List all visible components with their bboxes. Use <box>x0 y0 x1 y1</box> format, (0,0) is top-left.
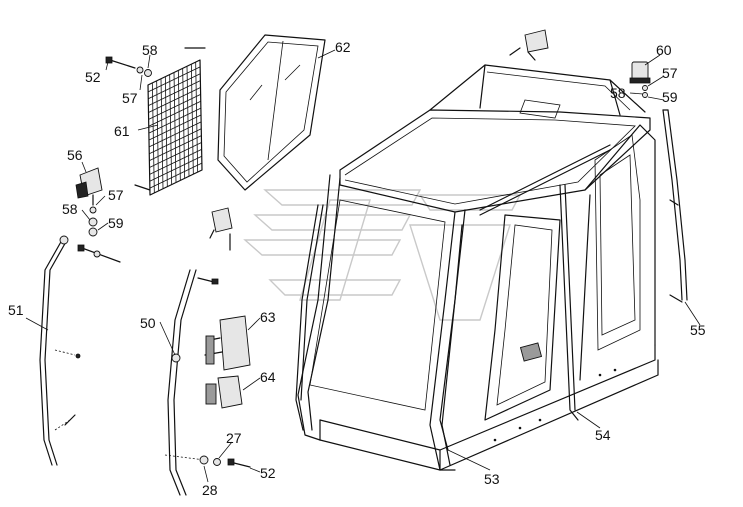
mirror-small <box>209 207 233 251</box>
part-60-beacon <box>629 61 651 98</box>
callout-59-right: 59 <box>662 89 678 105</box>
part-62-window-glass <box>217 34 326 191</box>
mesh-line-horizontal <box>148 80 201 106</box>
callout-58-right: 58 <box>610 85 626 101</box>
mesh-line-horizontal <box>148 94 201 120</box>
panel-bolts <box>493 368 617 442</box>
callout-57-right: 57 <box>662 65 678 81</box>
part-56-lamp <box>75 167 121 263</box>
callout-52-top: 52 <box>85 69 101 85</box>
callout-58-mid: 58 <box>62 201 78 217</box>
callout-57-top: 57 <box>122 90 138 106</box>
callout-54: 54 <box>595 427 611 443</box>
part-61-screen-grid <box>134 47 206 196</box>
mesh-line-horizontal <box>148 73 201 100</box>
callout-63: 63 <box>260 309 276 325</box>
callout-64: 64 <box>260 369 276 385</box>
mesh-line-horizontal <box>148 114 202 141</box>
door-handle <box>519 342 543 362</box>
callout-53: 53 <box>484 471 500 487</box>
roof-lamp <box>509 29 549 61</box>
mesh-line-horizontal <box>149 155 202 182</box>
part-55-handrail <box>662 109 688 303</box>
watermark-logo <box>243 189 522 321</box>
callout-60: 60 <box>656 42 672 58</box>
mesh-line-horizontal <box>149 135 202 161</box>
callout-52-bottom: 52 <box>260 465 276 481</box>
part-63-mirror <box>204 315 251 371</box>
mesh-line-horizontal <box>148 121 202 148</box>
leader-lines <box>25 49 701 483</box>
mesh-line-horizontal <box>148 87 201 113</box>
callout-27: 27 <box>226 430 242 446</box>
mesh-line-horizontal <box>149 142 202 168</box>
callout-51: 51 <box>8 302 24 318</box>
callout-57-mid: 57 <box>108 187 124 203</box>
mesh-line-horizontal <box>149 128 202 155</box>
bolt-set-top-left <box>105 56 152 77</box>
callout-labels: 52 58 57 61 62 56 57 58 59 51 50 63 64 2… <box>8 39 706 498</box>
part-64-mirror <box>205 375 243 409</box>
operator-cab <box>295 64 659 471</box>
callout-56: 56 <box>67 147 83 163</box>
callout-61: 61 <box>114 123 130 139</box>
mesh-line-horizontal <box>148 107 202 134</box>
mesh-line-horizontal <box>149 162 203 189</box>
part-51-handrail <box>39 235 81 466</box>
callout-55: 55 <box>690 322 706 338</box>
mesh-line-horizontal <box>148 100 201 127</box>
mesh-line-horizontal <box>147 66 201 93</box>
mesh-line-horizontal <box>149 149 202 175</box>
callout-62: 62 <box>335 39 351 55</box>
callout-50: 50 <box>140 315 156 331</box>
bolt-set-bottom <box>199 455 251 468</box>
part-50-mirror-bracket <box>164 269 219 496</box>
callout-28: 28 <box>202 482 218 498</box>
callout-59-mid: 59 <box>108 215 124 231</box>
callout-58-top: 58 <box>142 42 158 58</box>
